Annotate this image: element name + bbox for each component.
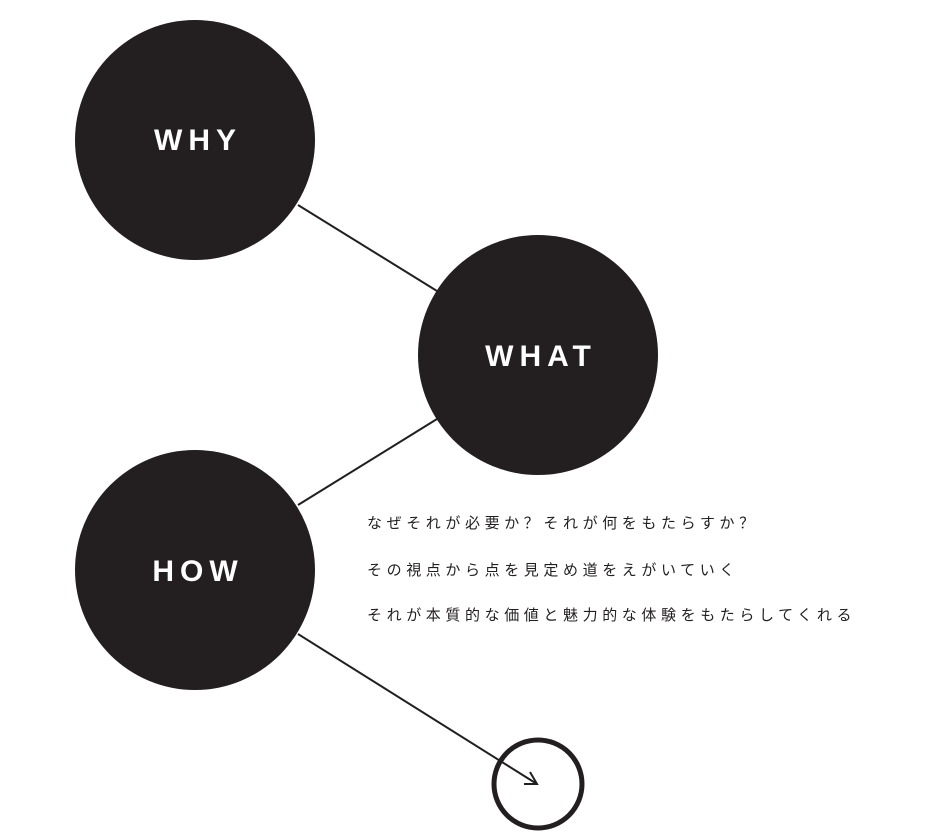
description-line-1: なぜそれが必要か？それが何をもたらすか？ xyxy=(367,514,759,532)
how-label: HOW xyxy=(152,555,244,588)
why-circle xyxy=(75,20,315,260)
description-line-3: それが本質的な価値と魅力的な体験をもたらしてくれる xyxy=(367,606,857,624)
arrow-head-icon xyxy=(524,771,539,785)
how-circle xyxy=(75,450,315,690)
description-line-2: その視点から点を見定め道をえがいていく xyxy=(367,561,739,579)
connector-what-how xyxy=(297,418,438,506)
connector-how-end xyxy=(297,633,538,785)
connector-why-what xyxy=(297,204,438,292)
what-circle xyxy=(418,235,658,475)
why-label: WHY xyxy=(154,124,242,157)
what-label: WHAT xyxy=(485,340,597,373)
arrow-circle-icon xyxy=(491,737,585,831)
